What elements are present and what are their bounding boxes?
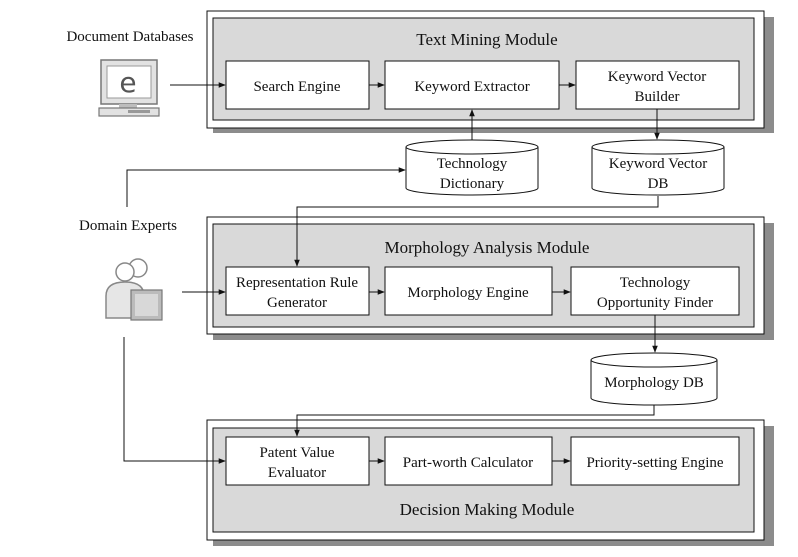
keyword-vector-db: Keyword Vector DB — [591, 139, 725, 196]
morphology-db: Morphology DB — [590, 352, 718, 406]
representation-rule-generator-label-1: Representation Rule — [236, 275, 358, 291]
morphology-engine-label: Morphology Engine — [407, 285, 529, 301]
keyword-vector-builder-label-1: Keyword Vector — [608, 69, 706, 85]
domain-experts-label: Domain Experts — [79, 218, 177, 234]
technology-dictionary-db: Technology Dictionary — [405, 139, 539, 196]
domain-experts-icon — [105, 258, 163, 321]
priority-setting-engine-box — [570, 436, 740, 486]
technology-opportunity-finder-label-1: Technology — [620, 275, 691, 291]
technology-opportunity-finder-label-2: Opportunity Finder — [597, 295, 713, 311]
search-engine-box — [225, 60, 370, 110]
keyword-vector-builder-label-2: Builder — [635, 89, 680, 105]
svg-text:e: e — [119, 66, 136, 99]
connectors — [123, 82, 660, 464]
technology-opportunity-finder-box — [570, 266, 740, 316]
part-worth-calculator-box — [384, 436, 553, 486]
arrow-experts-to-evaluator — [123, 337, 226, 464]
technology-dictionary-label-2: Dictionary — [440, 176, 505, 192]
arrow-morphdb-to-evaluator — [294, 405, 655, 437]
keyword-vector-db-label-2: DB — [648, 176, 669, 192]
patent-value-evaluator-label-2: Evaluator — [268, 465, 326, 481]
representation-rule-generator-label-2: Generator — [267, 295, 327, 311]
keyword-extractor-box — [384, 60, 560, 110]
technology-dictionary-label-1: Technology — [437, 156, 508, 172]
decision-making-module: Decision Making Module Patent Value Eval… — [206, 419, 774, 546]
keyword-extractor-label: Keyword Extractor — [414, 79, 529, 95]
patent-value-evaluator-box — [225, 436, 370, 486]
arrow-experts-to-dictionary — [126, 167, 406, 207]
computer-icon: e — [98, 59, 160, 117]
priority-setting-engine-label: Priority-setting Engine — [586, 455, 723, 471]
arrow-kvdb-to-rule-generator — [294, 196, 659, 267]
patent-value-evaluator-label-1: Patent Value — [259, 445, 334, 461]
morphology-engine-box — [384, 266, 553, 316]
morphology-module-title: Morphology Analysis Module — [385, 238, 590, 257]
decision-module-title: Decision Making Module — [400, 500, 575, 519]
part-worth-calculator-label: Part-worth Calculator — [403, 455, 533, 471]
morphology-analysis-module: Morphology Analysis Module Representatio… — [206, 216, 774, 340]
search-engine-label: Search Engine — [253, 79, 340, 95]
document-databases-label: Document Databases — [66, 29, 193, 45]
morphology-db-label: Morphology DB — [604, 375, 704, 391]
representation-rule-generator-box — [225, 266, 370, 316]
text-mining-module: Text Mining Module Search Engine Keyword… — [206, 10, 774, 133]
text-mining-module-title: Text Mining Module — [416, 30, 557, 49]
keyword-vector-db-label-1: Keyword Vector — [609, 156, 707, 172]
